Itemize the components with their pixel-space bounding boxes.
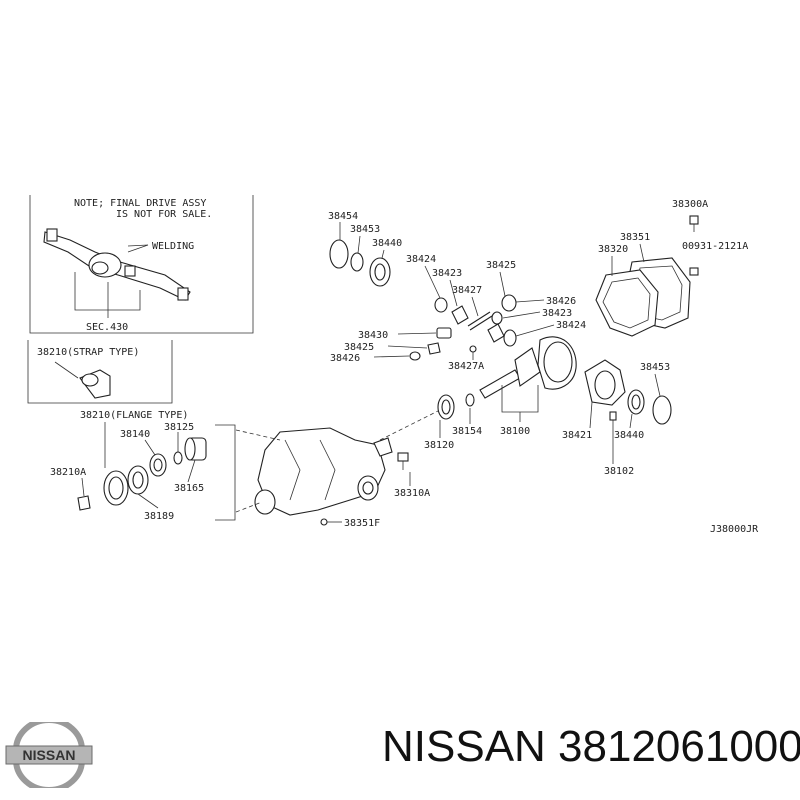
callout-38425-top: 38425 xyxy=(486,260,516,271)
callout-38310A: 38310A xyxy=(394,488,430,499)
note-line-2: IS NOT FOR SALE. xyxy=(116,209,212,220)
nut-38210A xyxy=(77,495,91,511)
bearing-38140 xyxy=(149,453,167,477)
callout-38427: 38427 xyxy=(452,285,482,296)
callout-38125: 38125 xyxy=(164,422,194,433)
final-drive-note-box: NOTE; FINAL DRIVE ASSY IS NOT FOR SALE. … xyxy=(29,195,254,334)
washer-38125 xyxy=(173,451,183,465)
side-bearing-38440-right xyxy=(627,389,645,415)
side-bearing-race-38453-right xyxy=(652,395,672,425)
side-bearing-group-left xyxy=(329,239,391,287)
callout-38154: 38154 xyxy=(452,426,482,437)
pinion-bearing-cap xyxy=(373,437,393,457)
nissan-logo: NISSAN xyxy=(5,722,93,788)
differential-carrier-housing xyxy=(235,409,441,516)
callout-38440-right: 38440 xyxy=(614,430,644,441)
callout-38120: 38120 xyxy=(424,440,454,451)
callout-38424-top: 38424 xyxy=(406,254,436,265)
companion-flange xyxy=(103,465,149,506)
flange-type-group: 38210(FLANGE TYPE) 38140 38125 38210A 38… xyxy=(50,410,236,522)
note-line-1: NOTE; FINAL DRIVE ASSY xyxy=(74,198,206,209)
callout-38423-right: 38423 xyxy=(542,308,572,319)
bolt-38310A xyxy=(397,452,409,470)
bolt-38300A xyxy=(689,215,699,225)
callout-38421: 38421 xyxy=(562,430,592,441)
callout-38165: 38165 xyxy=(174,483,204,494)
callout-38430: 38430 xyxy=(358,330,388,341)
gasket-38320 xyxy=(595,269,659,337)
plug-38351F xyxy=(320,518,328,526)
callout-38426-right: 38426 xyxy=(546,296,576,307)
callout-00931-2121A: 00931-2121A xyxy=(682,241,748,252)
bolt-38102 xyxy=(609,411,617,421)
callout-38424-right: 38424 xyxy=(556,320,586,331)
callout-38300A: 38300A xyxy=(672,199,708,210)
brand-part-number: NISSAN 3812061000 xyxy=(382,722,800,771)
callout-38453-right: 38453 xyxy=(640,362,670,373)
callout-38140: 38140 xyxy=(120,429,150,440)
differential-internals xyxy=(409,294,517,361)
callout-38351F: 38351F xyxy=(344,518,380,529)
callout-38423-top: 38423 xyxy=(432,268,462,279)
callout-38453-left: 38453 xyxy=(350,224,380,235)
callout-38102: 38102 xyxy=(604,466,634,477)
callout-38427A: 38427A xyxy=(448,361,484,372)
strap-type-box: 38210(STRAP TYPE) xyxy=(27,340,173,404)
callout-38100: 38100 xyxy=(500,426,530,437)
logo-text: NISSAN xyxy=(23,747,76,763)
strap-type-title: 38210(STRAP TYPE) xyxy=(37,347,139,358)
sec-label: SEC.430 xyxy=(86,322,128,333)
callout-38210A: 38210A xyxy=(50,467,86,478)
welding-label: WELDING xyxy=(152,241,194,252)
axle-housing-sketch xyxy=(43,228,191,301)
callout-38454: 38454 xyxy=(328,211,358,222)
pinion-bearing-38120 xyxy=(437,394,455,420)
differential-case-38421 xyxy=(584,359,626,406)
diagram-code: J38000JR xyxy=(710,524,759,535)
callout-38189: 38189 xyxy=(144,511,174,522)
callout-38320: 38320 xyxy=(598,244,628,255)
ring-and-pinion-gear xyxy=(479,336,577,399)
spacer-38154 xyxy=(465,393,475,407)
callout-38440-left: 38440 xyxy=(372,238,402,249)
plug-00931-2121A xyxy=(689,267,699,276)
callout-38425-left: 38425 xyxy=(344,342,374,353)
callout-38426-left: 38426 xyxy=(330,353,360,364)
flange-type-title: 38210(FLANGE TYPE) xyxy=(80,410,188,421)
spacer-38165 xyxy=(184,437,207,461)
callout-38351: 38351 xyxy=(620,232,650,243)
